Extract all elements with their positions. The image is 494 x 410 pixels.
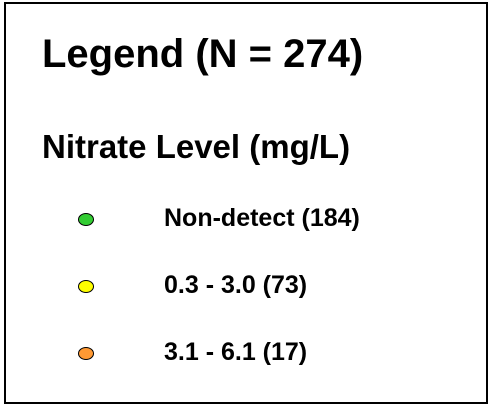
legend-title: Legend (N = 274) <box>42 32 364 76</box>
legend-item-non-detect: Non-detect (184) <box>78 206 478 236</box>
green-circle-marker-icon <box>78 213 94 226</box>
orange-circle-marker-icon <box>78 347 94 360</box>
legend-subtitle: Nitrate Level (mg/L) <box>42 128 351 165</box>
legend-item-label: 3.1 - 6.1 (17) <box>164 338 308 366</box>
legend-item-label: Non-detect (184) <box>164 204 360 232</box>
legend-item-high: 3.1 - 6.1 (17) <box>78 340 478 370</box>
legend-item-low: 0.3 - 3.0 (73) <box>78 273 478 303</box>
yellow-circle-marker-icon <box>78 280 94 293</box>
legend-item-label: 0.3 - 3.0 (73) <box>164 271 308 299</box>
legend-panel: Legend (N = 274) Nitrate Level (mg/L) No… <box>4 2 488 404</box>
